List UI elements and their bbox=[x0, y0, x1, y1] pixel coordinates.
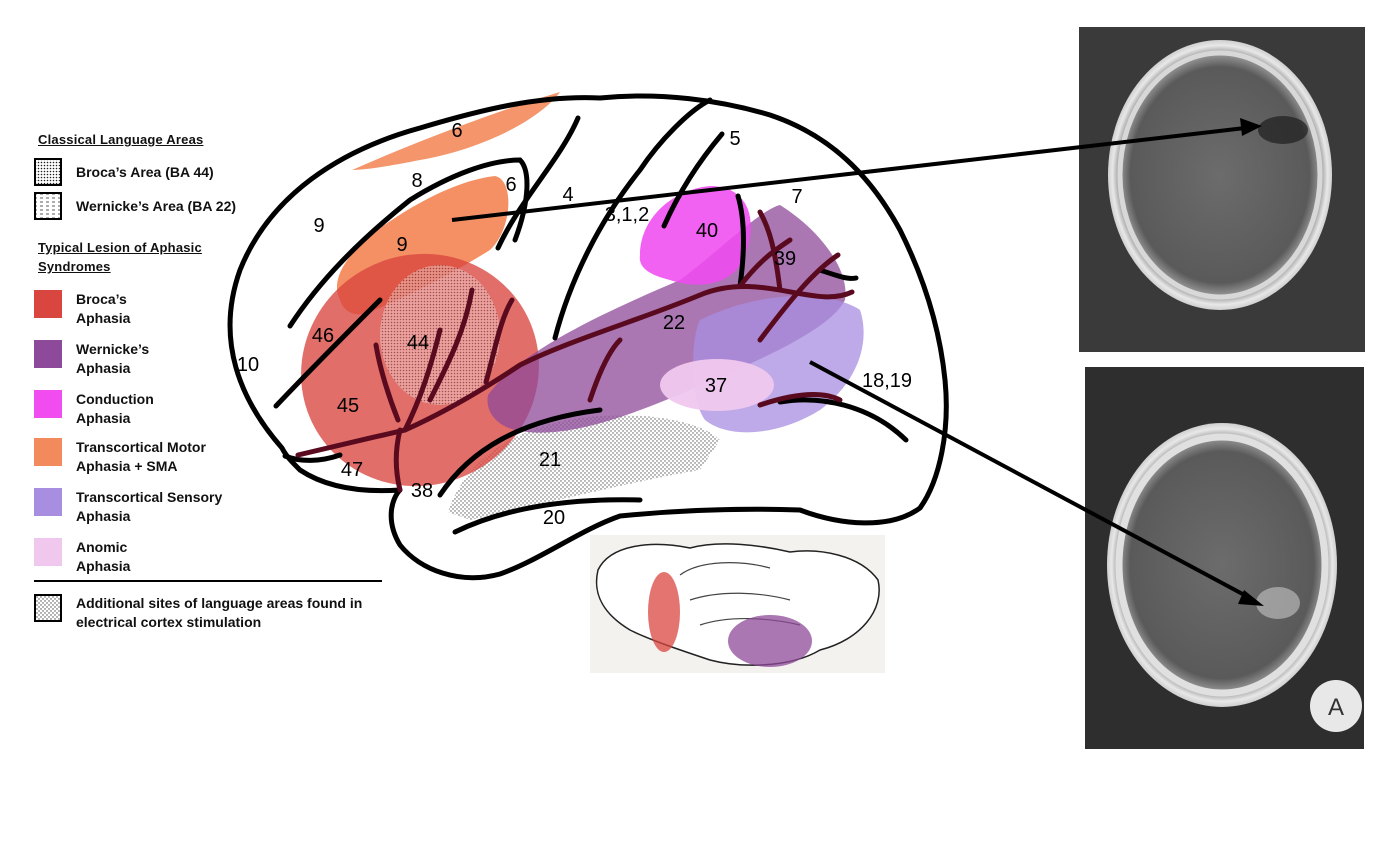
ba-label: 9 bbox=[396, 234, 407, 256]
brodmann-labels: 6 8 6 9 9 4 3,1,2 5 7 40 39 46 44 22 10 … bbox=[237, 120, 912, 529]
conduction-aphasia-swatch bbox=[34, 390, 62, 418]
legend-label: Anomic Aphasia bbox=[76, 539, 131, 574]
ba-label: 44 bbox=[407, 332, 429, 354]
legend-item-wernicke-area: Wernicke’s Area (BA 22) bbox=[34, 192, 236, 220]
ba-label: 6 bbox=[505, 174, 516, 196]
ba-label: 47 bbox=[341, 459, 363, 481]
scan-marker-label: A bbox=[1328, 694, 1344, 721]
conduction-aphasia-region bbox=[639, 186, 751, 285]
wernicke-aphasia-region bbox=[487, 205, 846, 433]
ct-scan-top bbox=[1079, 27, 1365, 352]
ba-label: 22 bbox=[663, 312, 685, 334]
ba-label: 21 bbox=[539, 449, 561, 471]
legend-item-conduction-aphasia: Conduction Aphasia bbox=[34, 390, 154, 428]
arrows bbox=[451, 118, 1264, 606]
wernicke-aphasia-swatch bbox=[34, 340, 62, 368]
ct-scan-bottom: A bbox=[1085, 367, 1364, 749]
legend-label: Broca’s Area (BA 44) bbox=[76, 164, 214, 180]
legend-label: Transcortical Sensory Aphasia bbox=[76, 489, 223, 524]
lesion-heading: Typical Lesion of Aphasic Syndromes bbox=[38, 240, 202, 274]
arrow-to-bottom-scan bbox=[809, 360, 1251, 600]
legend-item-anomic-aphasia: Anomic Aphasia bbox=[34, 538, 130, 576]
ba-label: 7 bbox=[791, 186, 802, 208]
broca-aphasia-swatch bbox=[34, 290, 62, 318]
transcortical-motor-swatch bbox=[34, 438, 62, 466]
legend-divider bbox=[34, 580, 382, 582]
legend-label: Wernicke’s Aphasia bbox=[76, 341, 150, 376]
ba-label: 6 bbox=[451, 120, 462, 142]
additional-sites-swatch bbox=[34, 594, 62, 622]
arrow-to-top-scan bbox=[451, 126, 1246, 222]
ba-label: 18,19 bbox=[862, 370, 912, 392]
sulci-lines bbox=[273, 97, 909, 535]
anomic-aphasia-swatch bbox=[34, 538, 62, 566]
ba-label: 38 bbox=[411, 480, 433, 502]
legend-label: Broca’s Aphasia bbox=[76, 291, 131, 326]
legend-label: Additional sites of language areas found… bbox=[76, 595, 363, 630]
ba-label: 8 bbox=[411, 170, 422, 192]
legend-item-additional-sites: Additional sites of language areas found… bbox=[34, 594, 362, 632]
ba-label: 3,1,2 bbox=[605, 204, 649, 226]
ba-label: 20 bbox=[543, 507, 565, 529]
brain-outline bbox=[227, 93, 949, 581]
ba-label: 40 bbox=[696, 220, 718, 242]
legend-item-transcortical-sensory: Transcortical Sensory Aphasia bbox=[34, 488, 222, 526]
transcortical-sensory-swatch bbox=[34, 488, 62, 516]
stimulation-region bbox=[448, 415, 720, 520]
broca-area-swatch bbox=[34, 158, 62, 186]
legend-item-wernicke-aphasia: Wernicke’s Aphasia bbox=[34, 340, 149, 378]
legend-item-broca-aphasia: Broca’s Aphasia bbox=[34, 290, 130, 328]
wernicke-area-swatch bbox=[34, 192, 62, 220]
ba-label: 4 bbox=[562, 184, 573, 206]
legend-label: Conduction Aphasia bbox=[76, 391, 154, 426]
legend-label: Wernicke’s Area (BA 22) bbox=[76, 198, 237, 214]
sylvian-fissure bbox=[295, 209, 855, 493]
ba-label: 37 bbox=[705, 375, 727, 397]
ba-label: 9 bbox=[313, 215, 324, 237]
ba-label: 45 bbox=[337, 395, 359, 417]
classical-areas-heading: Classical Language Areas bbox=[38, 132, 204, 147]
axial-slice-inset bbox=[590, 535, 885, 673]
ba-label: 46 bbox=[312, 325, 334, 347]
legend-item-transcortical-motor: Transcortical Motor Aphasia + SMA bbox=[34, 438, 206, 476]
anomic-aphasia-region bbox=[660, 359, 774, 411]
legend-label: Transcortical Motor Aphasia + SMA bbox=[76, 439, 206, 474]
scan-marker-circle bbox=[1310, 680, 1362, 732]
sma-region bbox=[352, 92, 560, 170]
legend-item-broca-area: Broca’s Area (BA 44) bbox=[34, 158, 214, 186]
ba-label: 5 bbox=[729, 128, 740, 150]
ba-label: 10 bbox=[237, 354, 259, 376]
ba-label: 39 bbox=[774, 248, 796, 270]
